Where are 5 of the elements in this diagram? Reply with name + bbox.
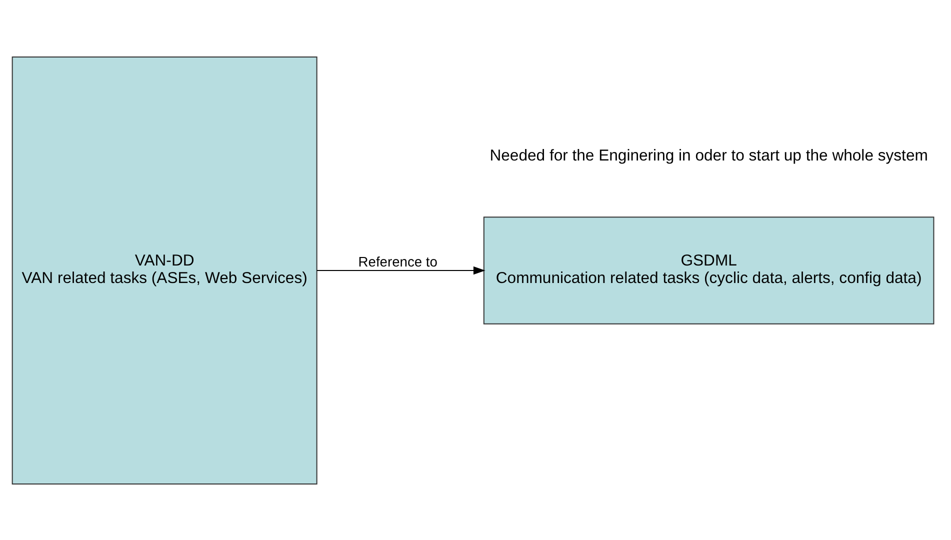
label: Needed for the Enginering in oder to start up the whole system bbox=[490, 147, 928, 164]
arrow bbox=[316, 266, 486, 274]
edge-label: Reference to bbox=[358, 253, 438, 270]
node-box: VAN-DD VAN related tasks (ASEs, Web Services) bbox=[12, 56, 318, 484]
node-box: GSDML Communication related tasks (cyclic data, alerts, config data) bbox=[483, 216, 934, 324]
